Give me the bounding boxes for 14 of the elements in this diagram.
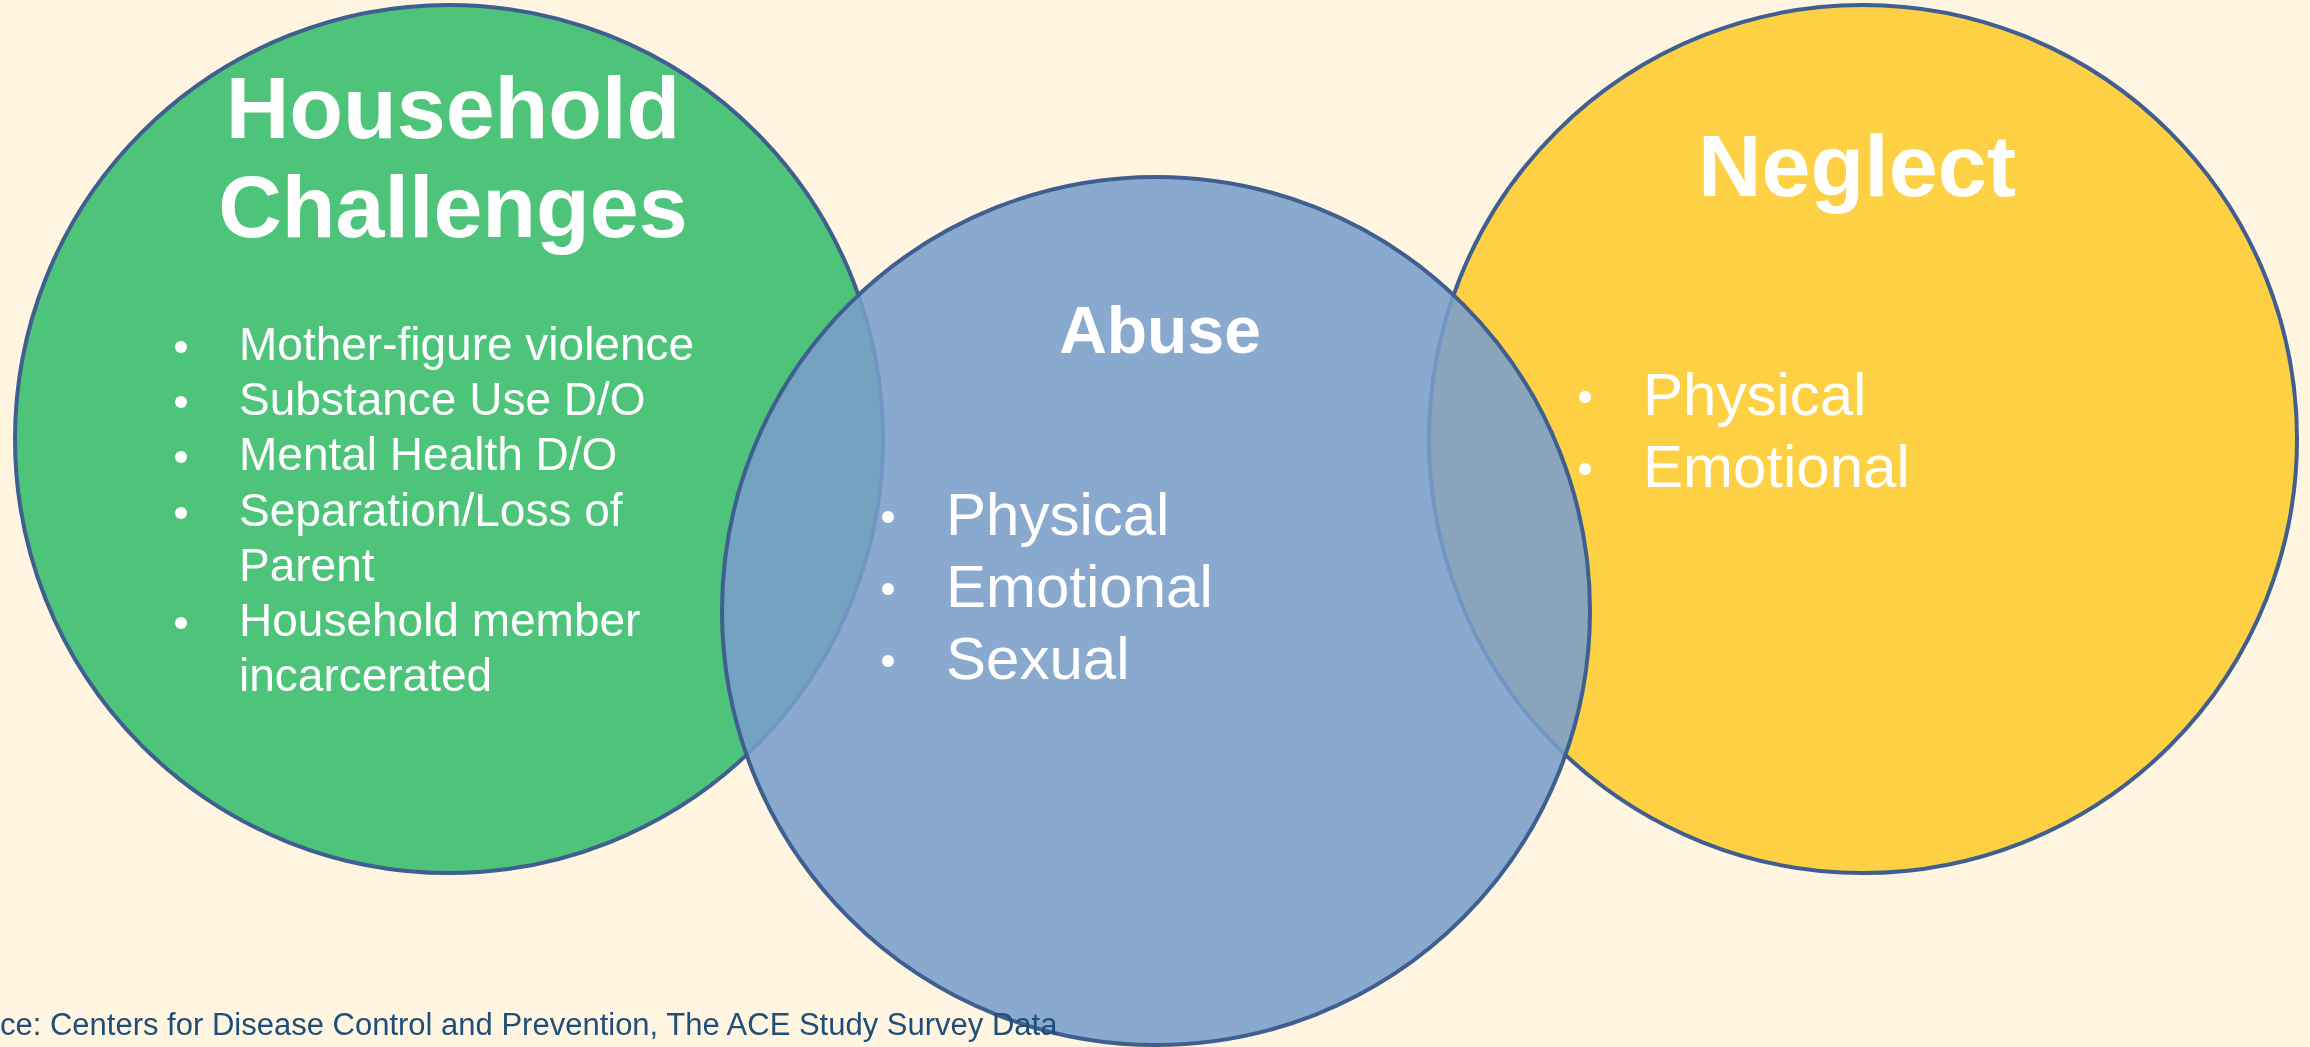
source-note: ce: Centers for Disease Control and Prevention, The ACE Study Survey Data: [0, 1007, 1058, 1043]
circle-heading: Abuse: [1058, 294, 1262, 368]
list-item: Mother-figure violence: [239, 318, 695, 370]
list-item: Separation/Loss of Parent: [239, 483, 623, 591]
list-item: Physical: [946, 481, 1170, 548]
circle-heading: Neglect: [1697, 117, 2017, 216]
circle-heading: Household Challenges: [217, 59, 689, 257]
list-item: Household member incarcerated: [239, 593, 641, 702]
list-item: Emotional: [946, 553, 1213, 620]
list-item: Physical: [1643, 361, 1867, 428]
list-item: Mental Health D/O: [239, 428, 618, 481]
list-item: Emotional: [1643, 433, 1910, 500]
list-item: Sexual: [946, 625, 1130, 692]
list-item: Substance Use D/O: [239, 373, 646, 426]
